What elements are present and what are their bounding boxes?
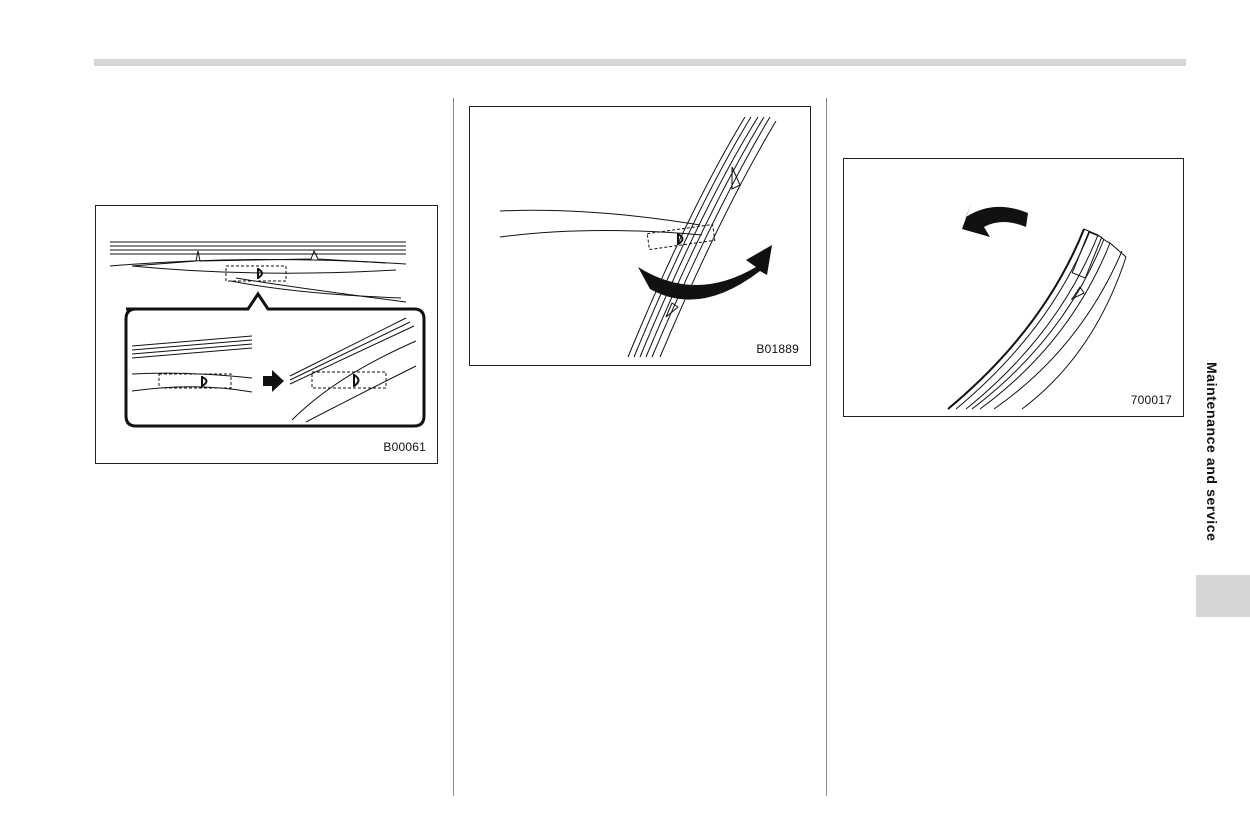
figure-wiper-blade-release: B00061 [95, 205, 438, 464]
figure-blade-rubber-removal: 700017 [843, 158, 1184, 417]
wiper-blade-rotate-illustration [499, 116, 777, 358]
section-tab-label: Maintenance and service [1204, 362, 1220, 542]
figure-code: B00061 [383, 440, 426, 454]
figure-wiper-blade-rotate: B01889 [469, 106, 811, 366]
figure-code: B01889 [756, 342, 799, 356]
section-tab-marker [1196, 575, 1250, 617]
wiper-blade-release-illustration [109, 241, 426, 428]
column-divider-right [826, 98, 827, 796]
blade-rubber-removal-illustration [947, 201, 1127, 410]
figure-code: 700017 [1130, 393, 1172, 407]
column-divider-left [453, 98, 454, 796]
header-rule [94, 59, 1186, 66]
